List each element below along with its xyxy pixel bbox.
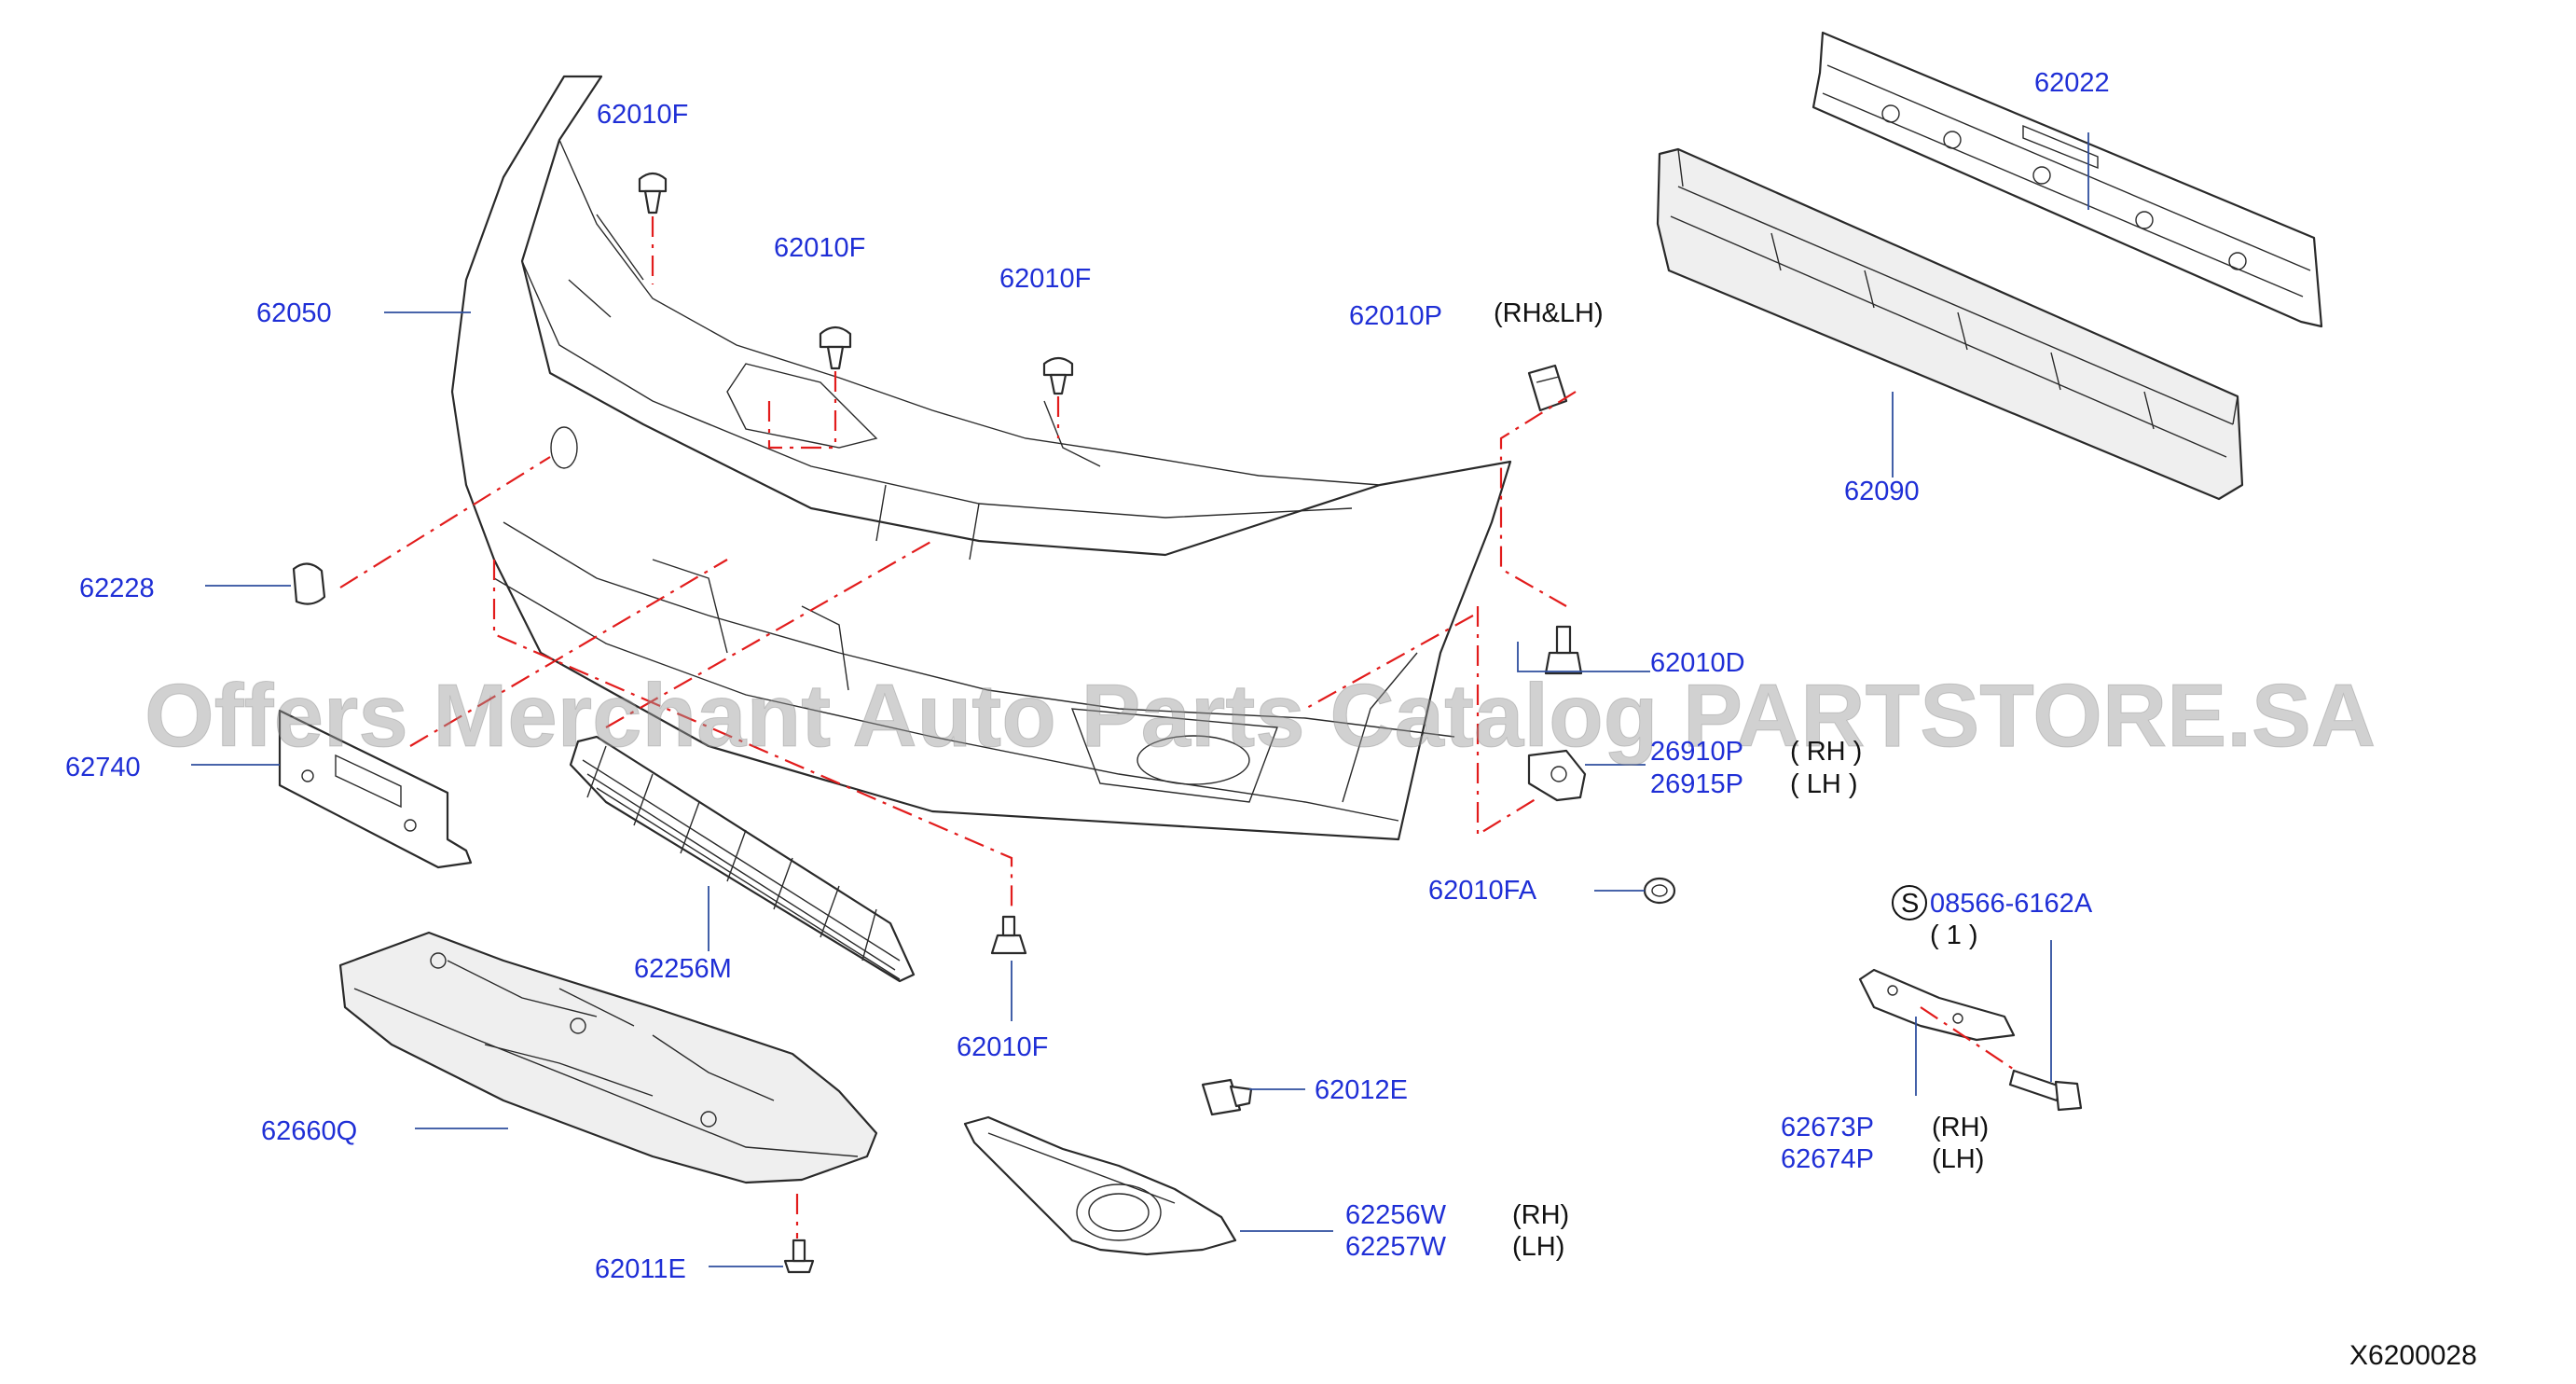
label-62010F-d: 62010F [957,1032,1048,1062]
bolt-62010D[interactable] [1544,625,1583,675]
label-26910P: 26910P [1650,737,1743,767]
part-labels: 62010F 62010F 62010F 62050 62010P (RH&LH… [65,68,2110,1284]
diagram-code: X6200028 [2349,1340,2477,1371]
retainer-62010P[interactable] [1527,364,1568,412]
label-62674P-side: (LH) [1932,1144,1984,1174]
label-62010FA: 62010FA [1428,876,1537,906]
clip-62010F-d[interactable] [990,915,1027,955]
label-62256M: 62256M [634,954,732,984]
label-62012E: 62012E [1315,1075,1408,1105]
label-62673P: 62673P [1781,1113,1874,1142]
label-62010P: 62010P [1349,301,1442,331]
label-08566-6162A: 08566-6162A [1930,889,2093,919]
grille-62256M[interactable] [569,735,916,983]
clip-62012E[interactable] [1201,1078,1253,1116]
washer-62010FA[interactable] [1643,877,1676,905]
clip-62010F-b[interactable] [819,325,852,370]
label-62010F-c: 62010F [999,264,1091,294]
watermark-text: Offers Merchant Auto Parts Catalog PARTS… [145,666,2376,766]
clip-62010F-c[interactable] [1042,356,1074,395]
under-cover-62660Q[interactable] [338,931,878,1184]
label-62010F-b: 62010F [774,233,865,263]
leader-lines [191,132,2089,1267]
reinforcement-bar-62022[interactable] [1811,31,2323,328]
label-62673P-side: (RH) [1932,1113,1989,1142]
bolt-08566-6162A[interactable] [2008,1069,2083,1112]
label-62740: 62740 [65,753,141,782]
absorber-62090[interactable] [1656,147,2244,501]
label-62010F-a: 62010F [597,100,688,130]
label-62256W-side: (RH) [1512,1200,1569,1230]
label-62674P: 62674P [1781,1144,1874,1174]
fog-lamp-cover-62256W[interactable] [963,1115,1237,1256]
standard-part-symbol: S [1892,885,1927,920]
side-bracket-62673P[interactable] [1858,968,2016,1042]
tow-hook-cap-62228[interactable] [292,562,326,605]
label-62256W: 62256W [1345,1200,1447,1230]
label-26910P-side: ( RH ) [1790,737,1862,767]
clip-62010F-a[interactable] [638,172,668,215]
label-62257W-side: (LH) [1512,1232,1564,1262]
label-62660Q: 62660Q [261,1116,357,1146]
label-08566-qty: ( 1 ) [1930,920,1978,950]
label-26915P: 26915P [1650,769,1743,799]
label-62090: 62090 [1844,477,1920,506]
label-62022: 62022 [2034,68,2110,98]
label-62257W: 62257W [1345,1232,1447,1262]
label-62010P-side: (RH&LH) [1494,298,1604,328]
bracket-26910P[interactable] [1527,749,1587,802]
license-bracket-62740[interactable] [278,709,473,869]
label-26915P-side: ( LH ) [1790,769,1858,799]
bumper-fascia-62050[interactable] [450,75,1512,841]
label-62011E: 62011E [595,1254,686,1284]
assembly-lines [339,216,2019,1239]
svg-text:S: S [1901,889,1919,919]
label-62050: 62050 [256,298,332,328]
screw-62011E[interactable] [783,1239,815,1274]
label-62228: 62228 [79,574,155,603]
label-62010D: 62010D [1650,648,1745,678]
